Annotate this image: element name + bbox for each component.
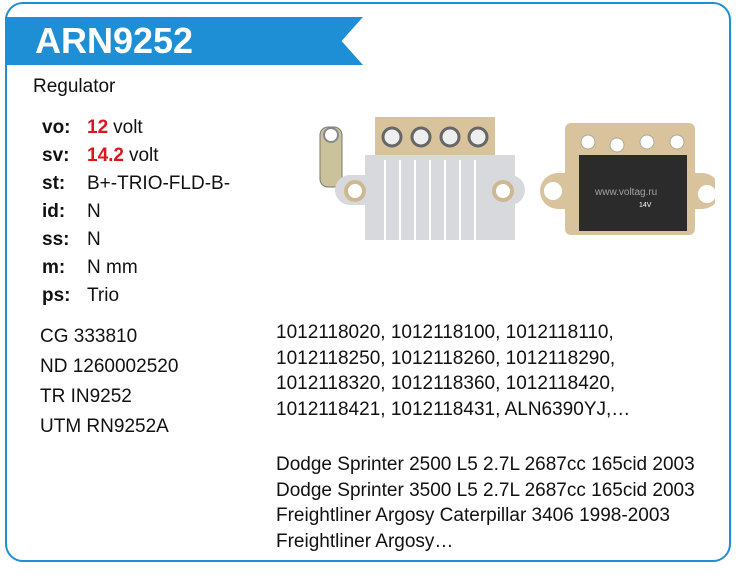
spec-value: B+-TRIO-FLD-B-	[87, 173, 231, 194]
title-banner	[5, 17, 363, 65]
spec-ss: ss: N	[42, 229, 230, 257]
spec-unit: volt	[128, 145, 159, 166]
spec-key: id:	[42, 201, 66, 222]
cross-ref-item: UTM RN9252A	[40, 416, 169, 437]
image-watermark: www.voltag.ru	[594, 187, 657, 198]
spec-key: ps:	[42, 285, 71, 306]
spec-ps: ps: Trio	[42, 285, 230, 313]
part-number: ARN9252	[35, 20, 194, 61]
spec-key: st:	[42, 173, 66, 194]
spec-key: m:	[42, 257, 66, 278]
spec-value: N	[87, 201, 101, 222]
spec-key: sv:	[42, 145, 70, 166]
spec-value: Trio	[87, 285, 120, 306]
spec-value: 12	[87, 117, 109, 138]
spec-key: ss:	[42, 229, 70, 250]
spec-value: 14.2	[87, 145, 124, 166]
applications: Dodge Sprinter 2500 L5 2.7L 2687cc 165ci…	[276, 454, 695, 552]
spec-value: N mm	[87, 257, 138, 278]
spec-unit: volt	[113, 117, 143, 138]
part-type: Regulator	[33, 76, 116, 97]
spec-id: id: N	[42, 201, 230, 229]
spec-st: st: B+-TRIO-FLD-B-	[42, 173, 230, 201]
spec-m: m: N mm	[42, 257, 230, 285]
cross-ref-item: CG 333810	[40, 326, 138, 347]
oem-numbers: 1012118020, 1012118100, 1012118110, 1012…	[276, 322, 631, 420]
spec-value: N	[87, 229, 101, 250]
image-voltage-label: 14V	[639, 202, 652, 209]
cross-ref-item: TR IN9252	[40, 386, 132, 407]
cross-references: CG 333810 ND 1260002520 TR IN9252 UTM RN…	[40, 322, 178, 442]
product-card	[5, 2, 731, 562]
spec-key: vo:	[42, 117, 71, 138]
cross-ref-item: ND 1260002520	[40, 356, 179, 377]
product-image: 14V www.voltag.ru	[315, 115, 720, 245]
